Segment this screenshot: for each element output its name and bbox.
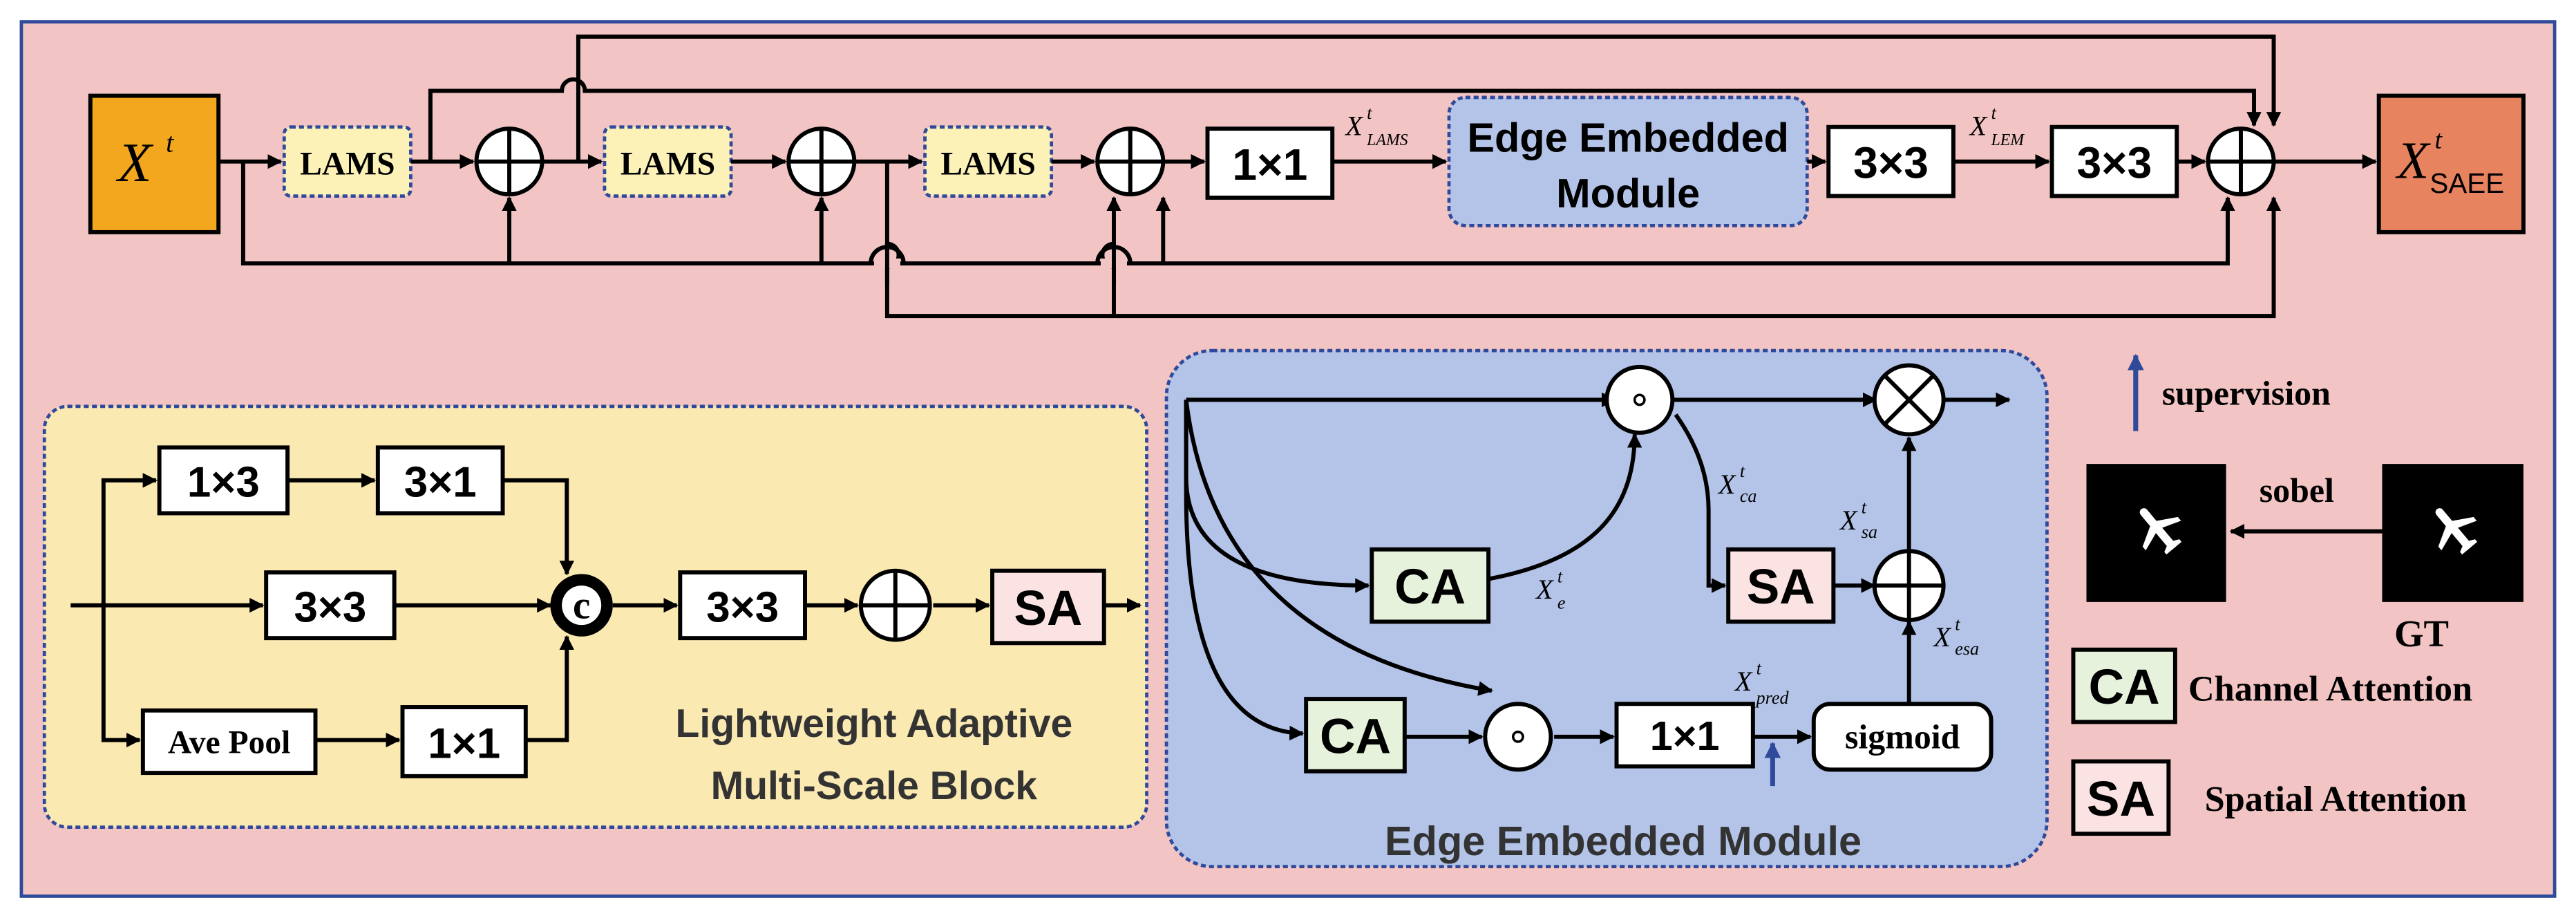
svg-text:SA: SA — [1014, 581, 1082, 636]
legend-sa-desc: Spatial Attention — [2205, 779, 2467, 819]
svg-text:t: t — [1557, 566, 1563, 586]
eem-var-labels: X t ca X t e X t sa X t esa X t pred — [1535, 461, 1979, 708]
eem-connections — [1184, 392, 2011, 744]
airplane-icon — [2139, 508, 2182, 555]
edge-embedded-module-top: Edge Embedded Module — [1447, 95, 1809, 227]
x-e-label: X — [1535, 574, 1554, 605]
lams-sa-block: SA — [990, 568, 1106, 646]
svg-text:Module: Module — [1556, 170, 1700, 216]
svg-text:SA: SA — [2087, 771, 2155, 827]
eem-hadamard-top — [1604, 364, 1675, 435]
supervision-label: supervision — [2162, 375, 2331, 413]
conv-1x1-top: 1×1 — [1205, 127, 1335, 200]
x-lams-label: X — [1344, 111, 1363, 142]
svg-text:3×3: 3×3 — [1853, 138, 1929, 187]
x-lem-label: X — [1969, 111, 1988, 142]
lams-connections — [70, 473, 1142, 748]
sobel-label: sobel — [2260, 471, 2334, 509]
svg-text:t: t — [1862, 497, 1867, 517]
x-lem-sup: t — [1991, 103, 1997, 123]
svg-text:ca: ca — [1740, 486, 1757, 506]
lams-block-3: LAMS — [923, 125, 1054, 198]
lams-title-line2: Multi-Scale Block — [711, 764, 1038, 808]
prediction-edge-image — [2086, 464, 2226, 602]
svg-text:3×1: 3×1 — [404, 459, 477, 507]
lams-sum-node — [858, 568, 932, 642]
sum-node-3 — [1095, 127, 1166, 197]
svg-text:CA: CA — [1320, 709, 1391, 765]
svg-text:t: t — [1740, 461, 1745, 481]
svg-text:sigmoid: sigmoid — [1845, 718, 1960, 756]
eem-title: Edge Embedded Module — [1385, 818, 1862, 864]
svg-text:Ave Pool: Ave Pool — [168, 725, 290, 761]
lams-conv-3x1: 3×1 — [375, 445, 505, 516]
legend-ca-desc: Channel Attention — [2188, 669, 2472, 709]
x-lem-sub: LEM — [1991, 131, 2025, 149]
conv-3x3-top-1: 3×3 — [1826, 124, 1955, 198]
svg-text:CA: CA — [2089, 659, 2160, 715]
svg-text:SA: SA — [1747, 559, 1815, 615]
svg-text:e: e — [1557, 592, 1566, 612]
x-sa-label: X — [1839, 505, 1858, 536]
gt-label: GT — [2394, 612, 2449, 655]
sum-node-2 — [786, 127, 857, 197]
input-feature-label: X — [115, 132, 153, 194]
lams-conv-1x3: 1×3 — [157, 445, 290, 516]
x-esa-label: X — [1932, 621, 1951, 653]
eem-multiply-node — [1872, 363, 1946, 437]
svg-text:c: c — [573, 584, 590, 628]
airplane-icon — [2435, 508, 2478, 555]
x-lams-sup: t — [1367, 103, 1372, 123]
eem-conv-1x1: 1×1 — [1614, 702, 1755, 769]
lams-ave-pool: Ave Pool — [140, 708, 318, 776]
x-ca-label: X — [1717, 469, 1736, 500]
lams-title-line1: Lightweight Adaptive — [676, 702, 1073, 746]
x-pred-label: X — [1734, 666, 1753, 697]
lams-label-3: LAMS — [940, 147, 1035, 182]
svg-text:t: t — [1955, 614, 1960, 634]
lams-label-2: LAMS — [621, 147, 715, 182]
svg-text:1×1: 1×1 — [428, 720, 500, 768]
input-feature-block — [88, 93, 221, 234]
svg-text:t: t — [2435, 126, 2443, 155]
sum-node-final — [2206, 127, 2276, 197]
eem-ca-lower: CA — [1304, 697, 1407, 774]
svg-text:1×3: 1×3 — [187, 459, 260, 507]
lams-block-1: LAMS — [282, 125, 413, 198]
svg-text:X: X — [2395, 131, 2431, 189]
sum-node-1 — [474, 127, 544, 197]
eem-sigmoid: sigmoid — [1811, 702, 1993, 772]
lams-label-1: LAMS — [300, 147, 395, 182]
hop-bridges-redraw — [869, 243, 1133, 283]
lams-conv-3x3: 3×3 — [264, 570, 397, 641]
svg-text:SAEE: SAEE — [2430, 167, 2504, 199]
eem-sum-node — [1872, 549, 1946, 622]
lams-concat-node: c — [550, 574, 613, 637]
svg-text:3×3: 3×3 — [294, 583, 366, 631]
svg-text:sa: sa — [1862, 522, 1877, 542]
lams-block-2: LAMS — [603, 125, 733, 198]
gt-image — [2382, 464, 2523, 602]
output-feature-block: X t SAEE — [2376, 93, 2526, 234]
svg-text:pred: pred — [1755, 688, 1790, 708]
eem-hadamard-bottom — [1483, 702, 1553, 772]
eem-sa-block: SA — [1726, 547, 1836, 624]
svg-text:Edge Embedded: Edge Embedded — [1467, 114, 1789, 160]
svg-text:1×1: 1×1 — [1650, 713, 1720, 759]
lams-conv-3x3b: 3×3 — [678, 570, 807, 641]
legend-ca: CA — [2071, 647, 2177, 724]
x-lams-sub: LAMS — [1366, 131, 1408, 149]
svg-text:3×3: 3×3 — [706, 583, 779, 631]
svg-text:t: t — [1756, 658, 1762, 678]
eem-ca-upper: CA — [1370, 547, 1491, 624]
lams-conv-1x1: 1×1 — [400, 705, 528, 778]
conv-3x3-top-2: 3×3 — [2049, 124, 2179, 198]
svg-text:esa: esa — [1955, 639, 1979, 659]
legend-sa: SA — [2071, 759, 2171, 836]
input-feature-sup: t — [166, 127, 175, 158]
svg-text:3×3: 3×3 — [2076, 138, 2152, 187]
svg-text:CA: CA — [1394, 559, 1466, 615]
svg-text:1×1: 1×1 — [1232, 140, 1307, 189]
